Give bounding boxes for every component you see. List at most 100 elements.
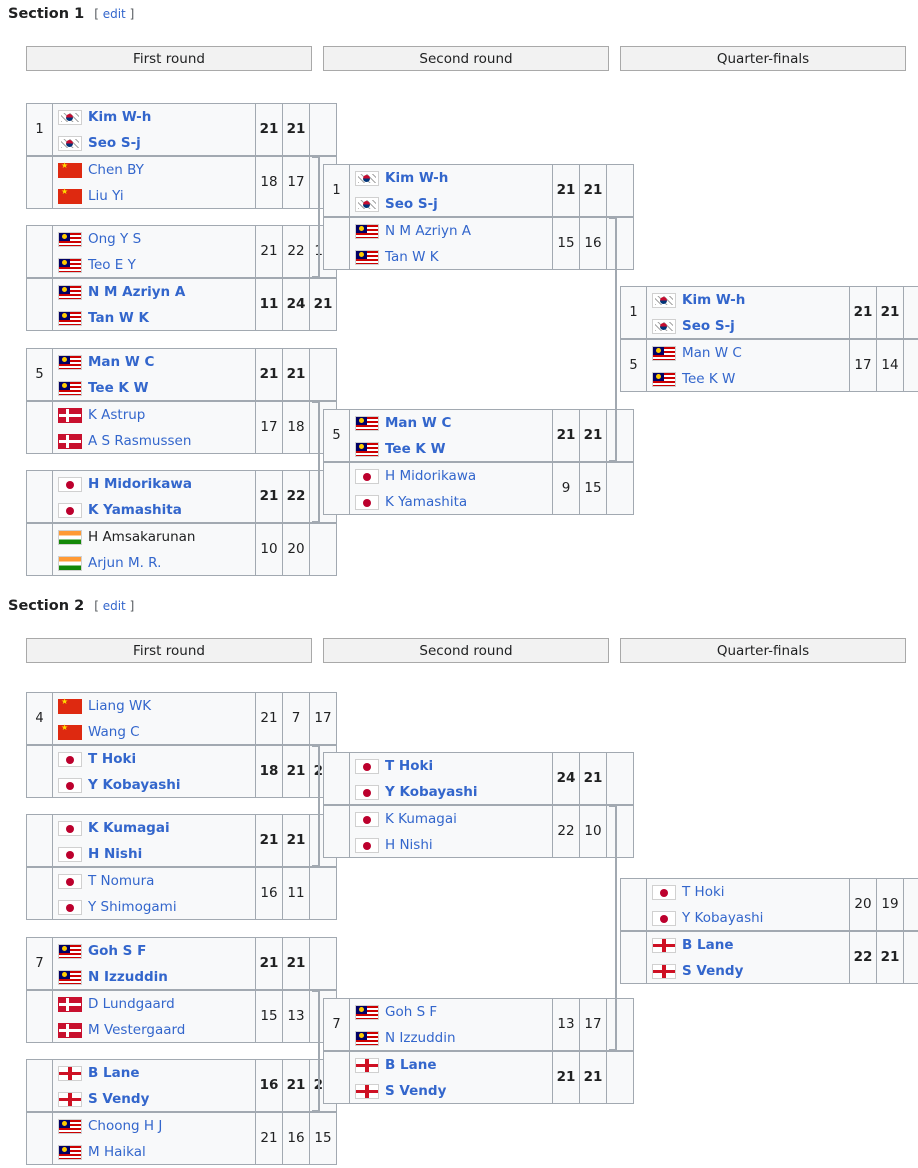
player-name-link[interactable]: H Midorikawa xyxy=(88,476,192,492)
player-name-link[interactable]: T Hoki xyxy=(385,758,434,774)
score-cell: 21 xyxy=(282,348,310,401)
chn-flag-icon xyxy=(58,723,82,740)
eng-flag-icon xyxy=(58,1065,82,1081)
player-name-link[interactable]: Seo S-j xyxy=(88,135,141,151)
player-name-link[interactable]: Teo E Y xyxy=(88,257,136,273)
player-name-link[interactable]: N M Azriyn A xyxy=(385,223,472,239)
score-cell: 17 xyxy=(282,156,310,209)
mas-flag-icon xyxy=(355,441,379,457)
jpn-flag-icon xyxy=(58,820,82,836)
jpn-flag-icon xyxy=(355,494,379,510)
player-name-link[interactable]: A S Rasmussen xyxy=(88,433,192,449)
player-name-link[interactable]: Seo S-j xyxy=(682,318,735,334)
player-name-link[interactable]: B Lane xyxy=(385,1057,437,1073)
player: M Haikal xyxy=(58,1139,146,1165)
player-name-link[interactable]: H Nishi xyxy=(88,846,143,862)
score-cell: 21 xyxy=(282,745,310,798)
player-name-link[interactable]: N M Azriyn A xyxy=(88,284,186,300)
edit-link[interactable]: edit xyxy=(102,599,126,613)
player: H Midorikawa xyxy=(355,463,476,489)
player-name-link[interactable]: T Hoki xyxy=(88,751,137,767)
player-name-link[interactable]: Goh S F xyxy=(385,1004,438,1020)
player-name-link[interactable]: N Izzuddin xyxy=(385,1030,456,1046)
mas-flag-icon xyxy=(58,354,82,370)
player-name-link[interactable]: Y Kobayashi xyxy=(88,777,181,793)
player-name-link[interactable]: Ong Y S xyxy=(88,231,142,247)
player-name-link[interactable]: Y Kobayashi xyxy=(682,910,764,926)
player-name-link[interactable]: Y Kobayashi xyxy=(385,784,478,800)
player-name-link[interactable]: M Vestergaard xyxy=(88,1022,186,1038)
player-name-link[interactable]: K Yamashita xyxy=(88,502,182,518)
player-name-link[interactable]: Man W C xyxy=(88,354,155,370)
edit-link[interactable]: edit xyxy=(102,7,126,21)
player-name-link[interactable]: S Vendy xyxy=(88,1091,150,1107)
player-name-link[interactable]: H Amsakarunan xyxy=(88,529,196,545)
player: Y Shimogami xyxy=(58,894,177,920)
score-cell xyxy=(606,752,634,805)
player: T Hoki xyxy=(652,879,725,905)
player: Tan W K xyxy=(355,244,439,270)
player-name-link[interactable]: Choong H J xyxy=(88,1118,163,1134)
player-name-link[interactable]: Liu Yi xyxy=(88,188,124,204)
player-name-link[interactable]: T Nomura xyxy=(88,873,155,889)
player: H Midorikawa xyxy=(58,471,192,497)
player-name-link[interactable]: Kim W-h xyxy=(88,109,152,125)
player-name-link[interactable]: Goh S F xyxy=(88,943,147,959)
player-name-link[interactable]: S Vendy xyxy=(385,1083,447,1099)
bracket-connector xyxy=(609,217,617,462)
player: Tee K W xyxy=(652,366,735,392)
player-name-link[interactable]: H Midorikawa xyxy=(385,468,477,484)
player-name-link[interactable]: Tan W K xyxy=(88,310,149,326)
team-names-cell: D Lundgaard M Vestergaard xyxy=(52,990,256,1043)
score-cell: 21 xyxy=(255,103,283,156)
player-name-link[interactable]: K Kumagai xyxy=(88,820,170,836)
player-name-link[interactable]: B Lane xyxy=(682,937,734,953)
player: Choong H J xyxy=(58,1113,162,1139)
player-name-link[interactable]: M Haikal xyxy=(88,1144,146,1160)
player-name-link[interactable]: K Kumagai xyxy=(385,811,457,827)
player-name-link[interactable]: Tan W K xyxy=(385,249,439,265)
player-name-link[interactable]: Tee K W xyxy=(385,441,446,457)
player-name-link[interactable]: Wang C xyxy=(88,724,140,740)
team-names-cell: T Hoki Y Kobayashi xyxy=(52,745,256,798)
score-cell: 11 xyxy=(255,278,283,331)
player-name-link[interactable]: Seo S-j xyxy=(385,196,438,212)
den-flag-icon xyxy=(58,996,82,1012)
score-cell: 24 xyxy=(282,278,310,331)
player-name-link[interactable]: K Astrup xyxy=(88,407,146,423)
player-name-link[interactable]: Liang WK xyxy=(88,698,152,714)
player-name-link[interactable]: T Hoki xyxy=(682,884,725,900)
player-name-link[interactable]: Kim W-h xyxy=(385,170,449,186)
player: K Yamashita xyxy=(355,489,467,515)
player-name-link[interactable]: Tee K W xyxy=(682,371,736,387)
score-cell: 21 xyxy=(579,1051,607,1104)
player-name-link[interactable]: B Lane xyxy=(88,1065,140,1081)
player-name-link[interactable]: Y Shimogami xyxy=(88,899,177,915)
player-name-link[interactable]: Kim W-h xyxy=(682,292,746,308)
player-name-link[interactable]: H Nishi xyxy=(385,837,433,853)
player-name-link[interactable]: Man W C xyxy=(385,415,452,431)
player-name-link[interactable]: K Yamashita xyxy=(385,494,468,510)
player-name-link[interactable]: Man W C xyxy=(682,345,742,361)
player-name-link[interactable]: Arjun M. R. xyxy=(88,555,162,571)
seed-cell xyxy=(26,401,53,454)
player-name-link[interactable]: S Vendy xyxy=(682,963,744,979)
jpn-flag-icon xyxy=(355,837,379,853)
eng-flag-icon xyxy=(58,1091,82,1107)
round-header: First round xyxy=(26,46,312,71)
player-name-link[interactable]: D Lundgaard xyxy=(88,996,175,1012)
player-name-link[interactable]: Chen BY xyxy=(88,162,144,178)
player-name-link[interactable]: Tee K W xyxy=(88,380,149,396)
player-name-link[interactable]: N Izzuddin xyxy=(88,969,168,985)
player: B Lane xyxy=(652,932,733,958)
score-cell: 21 xyxy=(552,1051,580,1104)
